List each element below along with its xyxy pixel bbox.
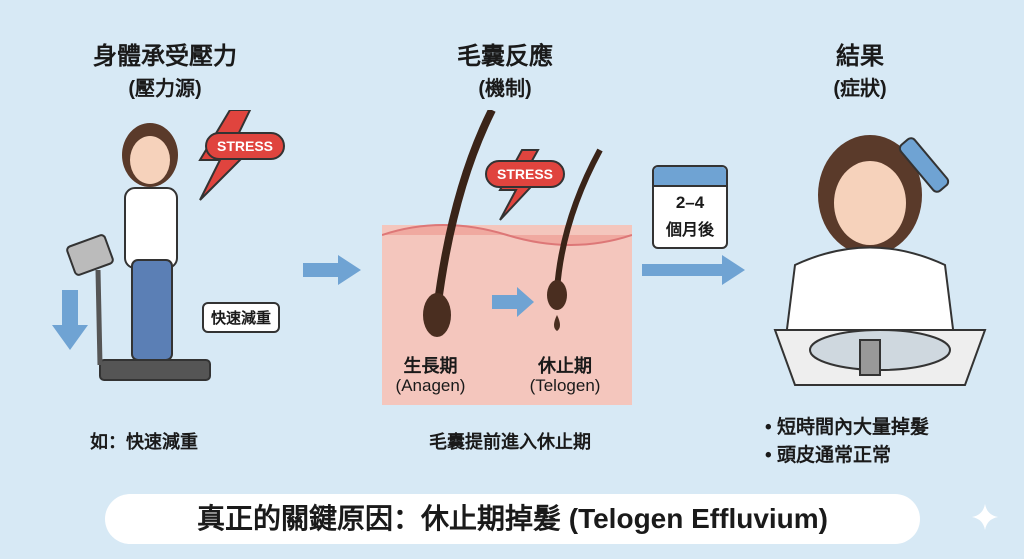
- calendar-unit: 個月後: [665, 222, 714, 239]
- hair-loss-illustration: [773, 135, 987, 386]
- arrow-right-icon: [303, 255, 361, 285]
- bullet-item: • 頭皮通常正常: [765, 445, 891, 466]
- stress-badge: STRESS: [485, 160, 566, 188]
- sparkle-icon: [972, 504, 998, 530]
- arrow-right-icon: [492, 287, 534, 317]
- anagen-en-label: (Anagen): [395, 376, 466, 395]
- bullet-text: 短時間內大量掉髮: [776, 417, 929, 438]
- hair-follicle-illustration: [382, 110, 632, 405]
- calendar-range: 2–4: [675, 193, 705, 212]
- rapid-weight-loss-callout: 快速減重: [202, 302, 281, 333]
- telogen-label: 休止期: [538, 356, 592, 376]
- anagen-label: 生長期: [403, 356, 458, 376]
- arrow-down-icon: [52, 290, 88, 350]
- bullet-item: • 短時間內大量掉髮: [765, 417, 929, 438]
- panel-mechanism-subtitle: (機制): [478, 78, 532, 100]
- panel-stress-caption: 如：快速減重: [90, 432, 198, 452]
- panel-stress-subtitle: (壓力源): [128, 78, 202, 100]
- arrow-right-icon: [642, 255, 745, 285]
- panel-stress-title: 身體承受壓力: [93, 43, 237, 70]
- panel-result-title: 結果: [836, 43, 884, 70]
- result-bullets: • 短時間內大量掉髮 • 頭皮通常正常: [765, 414, 929, 470]
- conclusion-banner: 真正的關鍵原因：休止期掉髮 (Telogen Effluvium): [105, 494, 920, 544]
- panel-result-subtitle: (症狀): [833, 78, 887, 100]
- panel-mechanism-title: 毛囊反應: [457, 43, 553, 70]
- panel-mechanism-caption: 毛囊提前進入休止期: [429, 432, 591, 452]
- telogen-en-label: (Telogen): [529, 376, 601, 395]
- stress-badge: STRESS: [205, 132, 286, 160]
- bullet-text: 頭皮通常正常: [776, 445, 891, 466]
- person-on-scale-illustration: [52, 110, 258, 381]
- calendar-icon: 2–4 個月後: [652, 165, 728, 249]
- comb-icon: [898, 137, 950, 193]
